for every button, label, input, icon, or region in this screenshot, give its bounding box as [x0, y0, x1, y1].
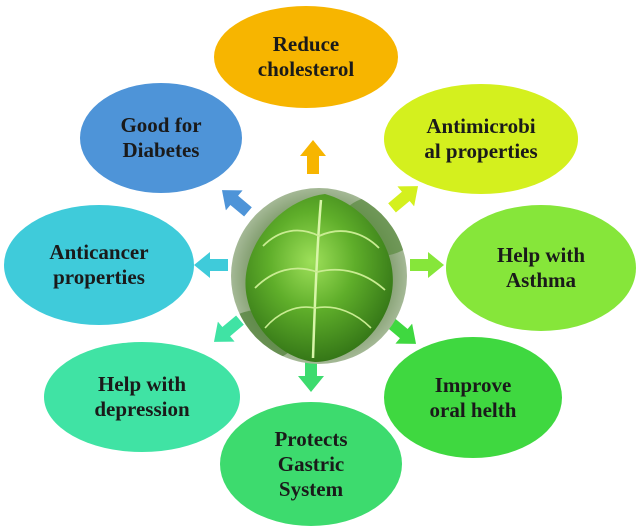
- node-label: Antimicrobi al properties: [400, 114, 561, 164]
- arrow-to-anticancer: [194, 252, 228, 278]
- node-line: al properties: [412, 139, 549, 164]
- node-diabetes: Good for Diabetes: [80, 83, 242, 193]
- node-anticancer: Anticancer properties: [4, 205, 194, 325]
- node-depression: Help with depression: [44, 342, 240, 452]
- node-line: Help with: [485, 243, 597, 268]
- node-line: cholesterol: [246, 57, 366, 82]
- node-oral-health: Improve oral helth: [384, 337, 562, 458]
- arrow-to-reduce-cholesterol: [300, 140, 326, 174]
- node-label: Improve oral helth: [406, 373, 541, 423]
- node-line: System: [262, 477, 359, 502]
- node-reduce-cholesterol: Reduce cholesterol: [214, 6, 398, 108]
- node-line: Anticancer: [37, 240, 160, 265]
- node-line: Good for: [108, 113, 213, 138]
- node-line: depression: [82, 397, 201, 422]
- node-line: Help with: [82, 372, 201, 397]
- node-label: Help with depression: [70, 372, 213, 422]
- node-line: Protects: [262, 427, 359, 452]
- node-gastric: Protects Gastric System: [220, 402, 402, 526]
- node-label: Reduce cholesterol: [234, 32, 378, 82]
- node-label: Protects Gastric System: [250, 427, 371, 502]
- node-antimicrobial: Antimicrobi al properties: [384, 84, 578, 194]
- node-line: Improve: [418, 373, 529, 398]
- node-help-asthma: Help with Asthma: [446, 205, 636, 331]
- node-line: Antimicrobi: [412, 114, 549, 139]
- node-line: Diabetes: [108, 138, 213, 163]
- node-line: Gastric: [262, 452, 359, 477]
- node-line: Asthma: [485, 268, 597, 293]
- betel-leaf-icon: [229, 186, 409, 366]
- arrow-to-help-asthma: [410, 252, 444, 278]
- node-label: Help with Asthma: [473, 243, 609, 293]
- node-line: properties: [37, 265, 160, 290]
- node-label: Good for Diabetes: [96, 113, 225, 163]
- node-line: Reduce: [246, 32, 366, 57]
- node-label: Anticancer properties: [25, 240, 172, 290]
- node-line: oral helth: [418, 398, 529, 423]
